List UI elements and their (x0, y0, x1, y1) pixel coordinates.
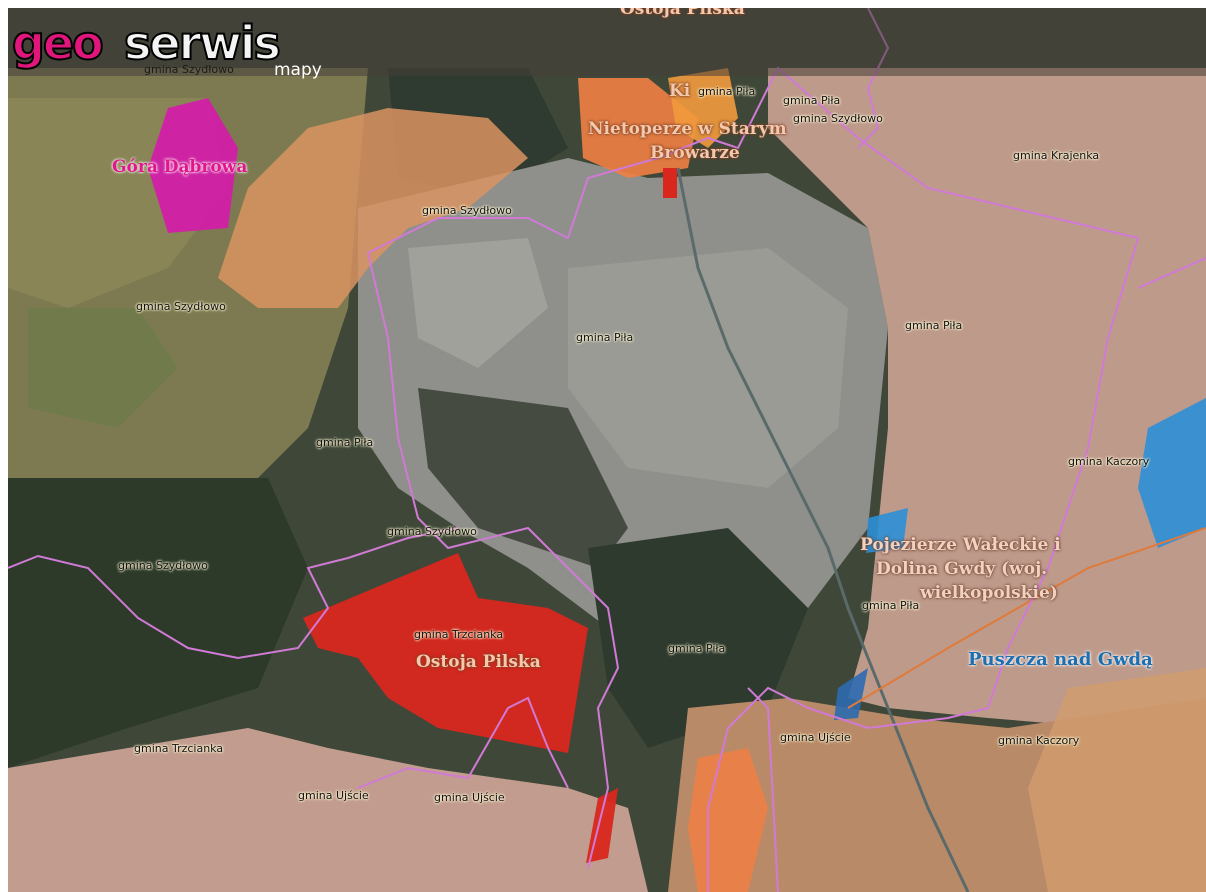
forest-southwest (8, 478, 308, 768)
boundary-gmina-ujscie (357, 696, 569, 789)
gmina-label: gmina Kaczory (1068, 455, 1150, 468)
area-label-pojezierze-3: wielkopolskie) (920, 583, 1058, 603)
gmina-label: gmina Szydłowo (422, 204, 512, 217)
gmina-label: gmina Szydłowo (793, 112, 883, 125)
gmina-label: gmina Piła (316, 436, 374, 449)
area-label-ostoja-top: Ostoja Pilska (620, 8, 745, 19)
area-label-pojezierze-1: Pojezierze Wałeckie i (860, 535, 1061, 555)
gmina-label: gmina Piła (576, 331, 634, 344)
gmina-label: gmina Piła (862, 599, 920, 612)
farmland-green (28, 308, 178, 428)
gmina-label: gmina Trzcianka (414, 628, 504, 641)
area-label-nietoperze-1: Nietoperze w Starym (588, 119, 787, 139)
area-label-gora-dabrowa: Góra Dąbrowa (112, 157, 248, 177)
area-label-pojezierze-2: Dolina Gwdy (woj. (876, 559, 1048, 579)
natura-area-gora-dabrowa (148, 98, 238, 233)
natura-area-small-red (663, 168, 677, 198)
logo-sub: gmina Szydłowo (144, 63, 234, 76)
gmina-label: gmina Piła (783, 94, 841, 107)
boundary-gmina-west (367, 252, 620, 869)
gmina-label: gmina Szydłowo (387, 525, 477, 538)
protected-area-south (8, 728, 648, 892)
gmina-label: gmina Piła (698, 85, 756, 98)
boundary-gmina-pila (367, 66, 1140, 892)
map-layers (8, 8, 1206, 892)
gmina-label: gmina Piła (668, 642, 726, 655)
protected-area-east (768, 68, 1206, 728)
area-label-ki: Ki (669, 81, 691, 101)
map-viewport[interactable]: geo serwis gmina Szydłowo mapy Ostoja Pi… (8, 8, 1206, 892)
gmina-label: gmina Szydłowo (136, 300, 226, 313)
logo-serwis: serwis (123, 15, 282, 71)
gmina-label: gmina Trzcianka (134, 742, 224, 755)
logo-mapy: mapy (274, 60, 322, 80)
area-label-ostoja-pilska: Ostoja Pilska (416, 652, 541, 672)
natura-area-blue-river (866, 508, 908, 553)
gmina-label: gmina Szydłowo (118, 559, 208, 572)
forest-center (418, 388, 628, 568)
area-label-puszcza: Puszcza nad Gwdą (968, 649, 1153, 670)
natura-area-blue-small (834, 668, 868, 720)
town-area-west (408, 238, 548, 368)
gmina-label: gmina Ujście (434, 791, 505, 804)
fields-southeast-2 (1028, 668, 1206, 892)
natura-boundary-line (847, 527, 1206, 709)
boundary-gmina-szydlowo-south (8, 527, 459, 660)
gmina-label: gmina Ujście (298, 789, 369, 802)
gmina-label: gmina Ujście (780, 731, 851, 744)
header-bar (8, 8, 1206, 76)
boundary-gmina-krajenka (1137, 257, 1206, 289)
natura-area-north-orange (218, 108, 528, 308)
town-center (568, 248, 848, 488)
logo-geo: geo (11, 15, 105, 71)
boundary-gmina-ujscie-east (747, 687, 779, 892)
gmina-label: gmina Piła (905, 319, 963, 332)
gmina-label: gmina Krajenka (1013, 149, 1100, 162)
river-gwda (676, 167, 970, 892)
natura-area-blue-east (1138, 398, 1206, 548)
gmina-label: gmina Kaczory (998, 734, 1080, 747)
natura-area-ki (668, 68, 738, 148)
geoserwis-logo[interactable]: geo serwis gmina Szydłowo mapy (11, 15, 354, 80)
area-label-nietoperze-2: Browarze (650, 143, 740, 163)
